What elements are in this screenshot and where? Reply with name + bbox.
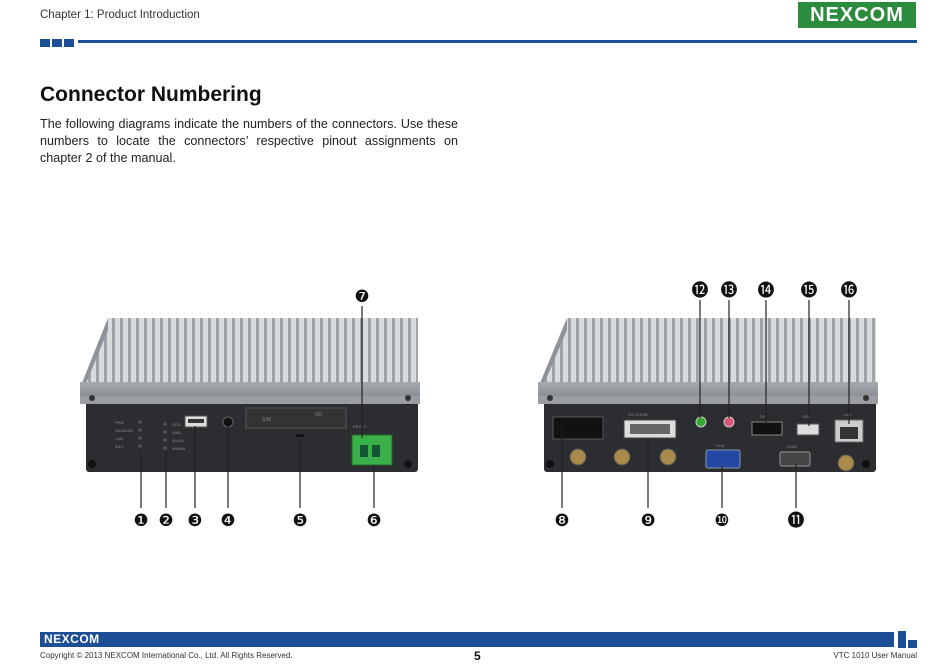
callout-16: ⓰ xyxy=(841,281,858,301)
callout-6: ❻ xyxy=(366,511,381,530)
led-label-pwr: PWR xyxy=(115,420,124,425)
nexcom-logo: NEXCOM xyxy=(798,2,916,28)
dc-label: 9V~36V xyxy=(356,438,371,443)
slot-label-sd: SD xyxy=(315,412,322,418)
port-label-lan: LAN xyxy=(843,412,851,417)
footer-squares xyxy=(898,631,917,648)
power-led-group: PWR WLAN/3G LAN WDT xyxy=(115,420,142,449)
page-title: Connector Numbering xyxy=(40,83,262,106)
led-label-lan: LAN xyxy=(115,436,123,441)
callout-7: ❼ xyxy=(354,287,369,307)
terminal-block xyxy=(552,416,604,440)
copyright: Copyright © 2013 NEXCOM International Co… xyxy=(40,651,293,660)
header-squares xyxy=(40,39,74,47)
callout-9: ❾ xyxy=(640,511,655,530)
port-label-dp: DP xyxy=(760,414,766,419)
callout-11: ⓫ xyxy=(788,511,805,530)
audio-out-jack xyxy=(695,416,707,428)
logo-text: NEXCOM xyxy=(810,3,904,26)
connector-diagrams: PWR WLAN/3G LAN WDT HDD WAN WLAN WWAN SI… xyxy=(80,281,878,530)
callout-15: ⓯ xyxy=(801,281,818,301)
port-label-dvi: DVI-I/HDMI xyxy=(628,412,648,417)
rear-device: DVI-I/HDMI DP USB LAN VGA COM1 xyxy=(538,318,878,472)
callout-5: ❺ xyxy=(292,511,307,530)
antenna-2 xyxy=(613,448,631,466)
callout-8: ❽ xyxy=(554,511,569,530)
footer-bar xyxy=(40,632,894,647)
status-label-wwan: WWAN xyxy=(172,446,185,451)
header-rule xyxy=(78,40,917,43)
slot-label-sim: SIM xyxy=(262,417,271,423)
port-label-com1: COM1 xyxy=(786,444,798,449)
displayport xyxy=(751,421,783,436)
led-label-wlan3g: WLAN/3G xyxy=(115,428,133,433)
status-led-group: HDD WAN WLAN WWAN xyxy=(163,422,185,451)
footer-logo: NEXCOM xyxy=(44,632,100,646)
port-label-usb: USB xyxy=(802,414,811,419)
callout-1: ❶ xyxy=(133,511,148,530)
mic-in-jack xyxy=(723,416,735,428)
callout-12: ⓬ xyxy=(692,281,709,301)
chapter-header: Chapter 1: Product Introduction xyxy=(40,9,200,21)
port-label-vga: VGA xyxy=(716,443,725,448)
intro-paragraph: The following diagrams indicate the numb… xyxy=(40,117,458,165)
antenna-3 xyxy=(659,448,677,466)
power-button xyxy=(222,416,234,428)
front-device: PWR WLAN/3G LAN WDT HDD WAN WLAN WWAN SI… xyxy=(80,318,420,472)
vga-port xyxy=(705,449,741,469)
callout-2: ❷ xyxy=(158,511,173,530)
reset-label: RESET xyxy=(353,424,367,429)
status-label-hdd: HDD xyxy=(172,422,181,427)
callout-3: ❸ xyxy=(187,511,202,530)
callout-13: ⓭ xyxy=(721,281,738,301)
com1-port xyxy=(779,451,811,467)
page-number: 5 xyxy=(474,649,481,663)
status-label-wan: WAN xyxy=(172,430,181,435)
callout-10: ❿ xyxy=(714,511,729,530)
usb-port-rear xyxy=(796,423,820,436)
manual-title: VTC 1010 User Manual xyxy=(833,651,917,660)
antenna-4 xyxy=(837,454,855,472)
status-label-wlan: WLAN xyxy=(172,438,184,443)
callout-4: ❹ xyxy=(220,511,235,530)
antenna-1 xyxy=(569,448,587,466)
led-label-wdt: WDT xyxy=(115,444,125,449)
callout-14: ⓮ xyxy=(758,281,775,301)
